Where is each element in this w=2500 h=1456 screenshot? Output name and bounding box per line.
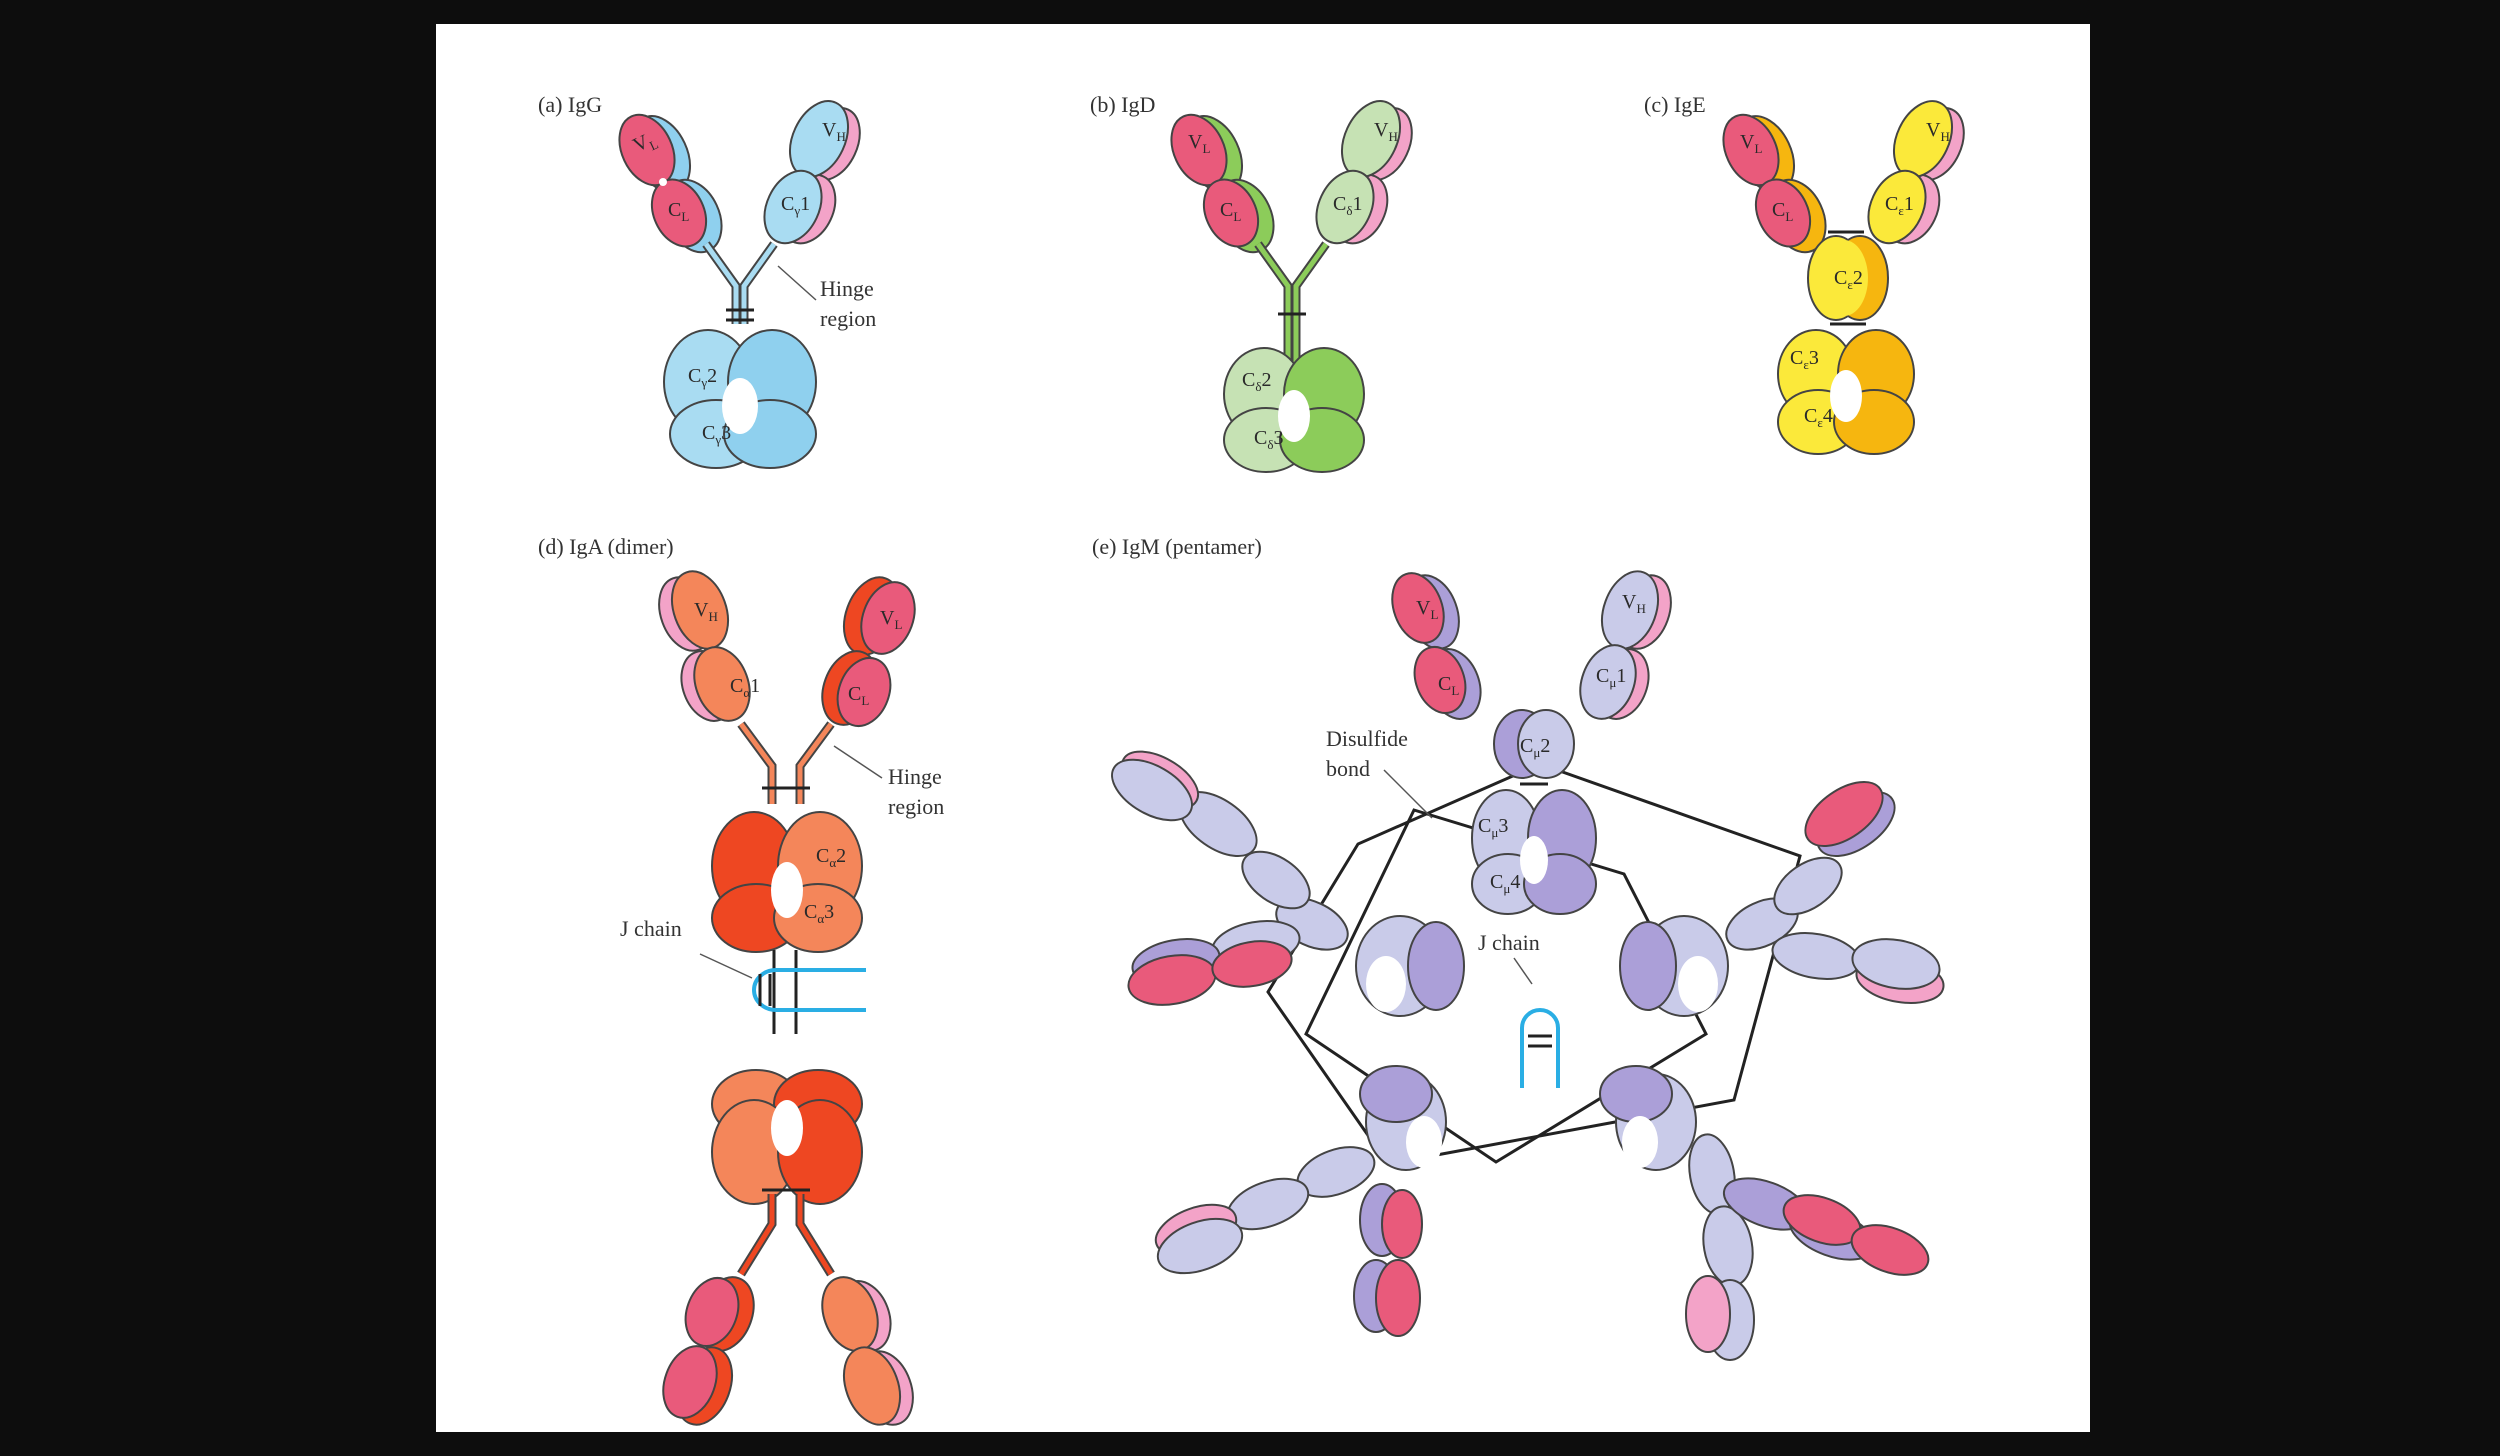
svg-text:Cγ2: Cγ2 xyxy=(688,365,717,390)
svg-text:Cμ1: Cμ1 xyxy=(1596,665,1626,690)
svg-text:Cδ3: Cδ3 xyxy=(1254,427,1283,452)
svg-text:VH: VH xyxy=(1622,591,1646,616)
svg-text:Cα1: Cα1 xyxy=(730,675,760,700)
svg-text:VL: VL xyxy=(880,607,902,632)
svg-text:CL: CL xyxy=(1220,199,1241,224)
iga-title: (d) IgA (dimer) xyxy=(538,534,674,559)
igg-right-arm xyxy=(763,100,861,245)
igm-diagram: (e) IgM (pentamer) xyxy=(1092,534,1945,1361)
svg-text:Cα3: Cα3 xyxy=(804,901,834,926)
svg-text:Cδ2: Cδ2 xyxy=(1242,369,1271,394)
iga-jchain-label: J chain xyxy=(620,916,682,941)
igm-j-chain xyxy=(1520,1008,1560,1088)
igg-left-arm xyxy=(618,113,723,254)
iga-hinge-label-2: region xyxy=(888,794,944,819)
iga-hinge-label-1: Hinge xyxy=(888,764,942,789)
svg-text:VL: VL xyxy=(1188,131,1210,156)
igm-jchain-label: J chain xyxy=(1478,930,1540,955)
igd-title: (b) IgD xyxy=(1090,92,1155,117)
iga-j-chain xyxy=(752,968,866,1012)
svg-text:VH: VH xyxy=(822,119,846,144)
ige-diagram: (c) IgE VL CL VH Cε1 Cε2 Cε3 Cε4 xyxy=(1644,92,1965,455)
svg-text:Cγ1: Cγ1 xyxy=(781,193,810,218)
antibody-classes-diagram: (a) IgG VL CL VH Cγ1 xyxy=(538,92,1965,1426)
svg-text:Cγ3: Cγ3 xyxy=(702,422,731,447)
igm-disulfide-label-2: bond xyxy=(1326,756,1370,781)
igg-ch1-domain xyxy=(763,169,823,245)
igd-diagram: (b) IgD VL CL VH Cδ1 Cδ2 Cδ3 xyxy=(1090,92,1413,473)
svg-text:Cε4: Cε4 xyxy=(1804,405,1833,430)
igg-diagram: (a) IgG VL CL VH Cγ1 xyxy=(538,92,876,469)
svg-text:VH: VH xyxy=(694,599,718,624)
svg-text:VH: VH xyxy=(1926,119,1950,144)
figure-panel: (a) IgG VL CL VH Cγ1 xyxy=(436,24,2090,1432)
svg-text:Cμ3: Cμ3 xyxy=(1478,815,1508,840)
iga-diagram: (d) IgA (dimer) xyxy=(538,534,944,1426)
svg-text:VL: VL xyxy=(1740,131,1762,156)
svg-text:CL: CL xyxy=(848,683,869,708)
igg-vh-domain xyxy=(788,100,850,178)
svg-text:Cε3: Cε3 xyxy=(1790,347,1819,372)
svg-text:Cμ2: Cμ2 xyxy=(1520,735,1550,760)
igm-disulfide-label-1: Disulfide xyxy=(1326,726,1408,751)
svg-text:VL: VL xyxy=(1416,597,1438,622)
svg-text:Cε1: Cε1 xyxy=(1885,193,1914,218)
svg-text:CL: CL xyxy=(1772,199,1793,224)
ige-title: (c) IgE xyxy=(1644,92,1706,117)
svg-text:Cδ1: Cδ1 xyxy=(1333,193,1362,218)
svg-text:VH: VH xyxy=(1374,119,1398,144)
svg-text:Cε2: Cε2 xyxy=(1834,267,1863,292)
igm-title: (e) IgM (pentamer) xyxy=(1092,534,1262,559)
igg-title: (a) IgG xyxy=(538,92,602,117)
svg-text:Cα2: Cα2 xyxy=(816,845,846,870)
svg-text:CL: CL xyxy=(668,199,689,224)
igg-hinge-label-2: region xyxy=(820,306,876,331)
igg-hinge-label-1: Hinge xyxy=(820,276,874,301)
svg-text:Cμ4: Cμ4 xyxy=(1490,871,1520,896)
svg-text:CL: CL xyxy=(1438,673,1459,698)
